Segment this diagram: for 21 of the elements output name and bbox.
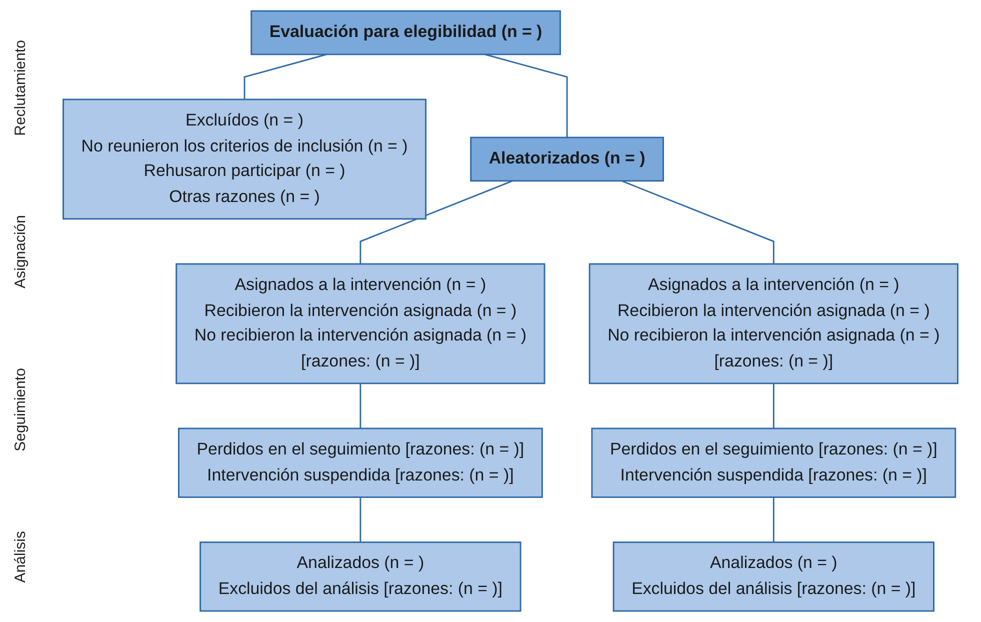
stage-label: Reclutamiento [12, 40, 28, 136]
stage-label: Análisis [12, 530, 28, 582]
node-box: Asignados a la intervención (n = ) Recibieron la intervención asignada (n = ) No recibieron la intervención asignada (n = ) [razones: (n = )] [176, 263, 546, 384]
node-box: Excluídos (n = ) No reunieron los criterios de inclusión (n = ) Rehusaron participar (n = ) Otras razones (n = ) [62, 98, 426, 220]
node-box: Asignados a la intervención (n = ) Recibieron la intervención asignada (n = ) No recibieron la intervención asignada (n = ) [razones: (n = )] [588, 263, 958, 384]
connector [621, 180, 774, 264]
connector [360, 497, 362, 542]
connector [484, 54, 568, 138]
node-box: Perdidos en el seguimiento [razones: (n = )] Intervención suspendida [razones: (n = )] [178, 428, 543, 498]
stage-label: Seguimiento [12, 368, 28, 452]
node-box: Analizados (n = ) Excluidos del análisis [razones: (n = )] [612, 542, 934, 612]
node-box: Analizados (n = ) Excluidos del análisis [razones: (n = )] [200, 542, 522, 612]
connector [772, 497, 774, 542]
connector [244, 54, 327, 100]
connector [360, 383, 362, 428]
connector [772, 383, 774, 428]
stage-label: Asignación [12, 215, 28, 288]
connector [360, 180, 513, 264]
node-box: Perdidos en el seguimiento [razones: (n = )] Intervención suspendida [razones: (n = )] [591, 428, 956, 498]
node-box: Aleatorizados (n = ) [470, 136, 664, 182]
node-box: Evaluación para elegibilidad (n = ) [250, 10, 561, 56]
